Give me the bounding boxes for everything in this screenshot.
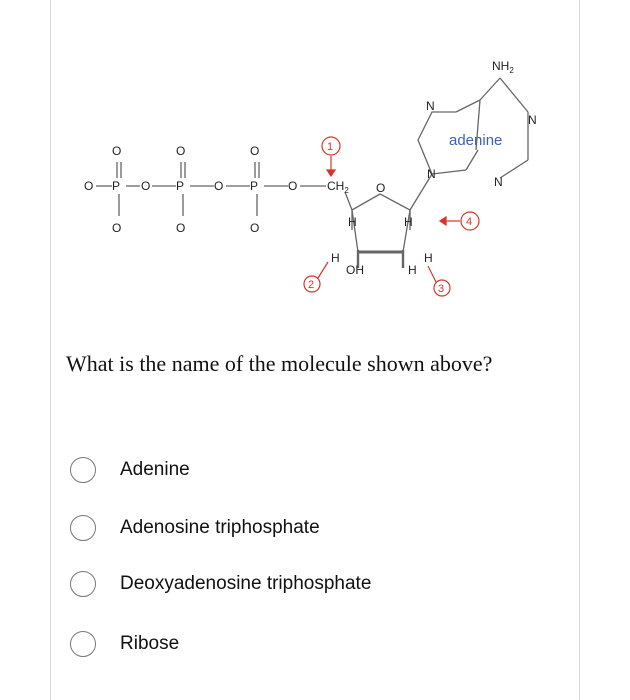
radio-button[interactable]	[70, 631, 96, 657]
adenine-label: adenine	[449, 132, 502, 149]
nitrogen-top: N	[426, 99, 435, 113]
negative-oxygen-1: O	[112, 221, 121, 235]
radio-button[interactable]	[70, 515, 96, 541]
terminal-oxygen: O	[84, 179, 93, 193]
marker-4: 4	[466, 216, 472, 228]
bridge-oxygen-2: O	[214, 179, 223, 193]
phosphate-bonds	[96, 77, 529, 268]
ring-hydrogen-left: H	[348, 215, 357, 229]
hydrogen-low-left: H	[331, 251, 340, 265]
option-adenosine-triphosphate[interactable]: Adenosine triphosphate	[66, 508, 320, 548]
question-text: What is the name of the molecule shown a…	[66, 351, 493, 376]
ring-hydrogen-right: H	[404, 215, 413, 229]
nitrogen-mid: N	[427, 167, 436, 181]
option-label: Deoxyadenosine triphosphate	[120, 573, 372, 594]
radio-button[interactable]	[70, 457, 96, 483]
marker-2: 2	[308, 279, 314, 291]
phosphate-oxygen-2: O	[176, 144, 185, 158]
nitrogen-right: N	[528, 113, 537, 127]
option-adenine[interactable]: Adenine	[66, 450, 190, 490]
ring-oxygen: O	[376, 181, 385, 195]
molecule-structure: O O O O P O P O P O O O O CH2 O H H H OH…	[84, 59, 537, 297]
marker-3: 3	[438, 283, 444, 295]
hydroxyl-group: OH	[346, 263, 364, 277]
phosphorus-3: P	[250, 179, 258, 193]
ch2-group: CH2	[327, 179, 349, 195]
radio-button[interactable]	[70, 571, 96, 597]
position-markers	[303, 136, 480, 297]
bridge-oxygen-1: O	[141, 179, 150, 193]
option-label: Adenine	[120, 459, 190, 480]
bridge-oxygen-3: O	[288, 179, 297, 193]
question-card	[50, 0, 580, 700]
amino-group: NH2	[492, 59, 514, 75]
phosphorus-2: P	[176, 179, 184, 193]
nitrogen-bottom: N	[494, 175, 503, 189]
phosphate-oxygen-1: O	[112, 144, 121, 158]
option-label: Ribose	[120, 633, 180, 654]
phosphorus-1: P	[112, 179, 120, 193]
molecule-figure: O O O O P O P O P O O O O CH2 O H H H OH…	[0, 0, 630, 310]
marker-1: 1	[327, 141, 333, 153]
phosphate-oxygen-3: O	[250, 144, 259, 158]
option-deoxyadenosine-triphosphate[interactable]: Deoxyadenosine triphosphate	[66, 564, 371, 604]
hydrogen-low-right: H	[408, 263, 417, 277]
option-ribose[interactable]: Ribose	[66, 624, 179, 664]
negative-oxygen-3: O	[250, 221, 259, 235]
option-label: Adenosine triphosphate	[120, 517, 320, 538]
hydrogen-low-right-2: H	[424, 251, 433, 265]
negative-oxygen-2: O	[176, 221, 185, 235]
